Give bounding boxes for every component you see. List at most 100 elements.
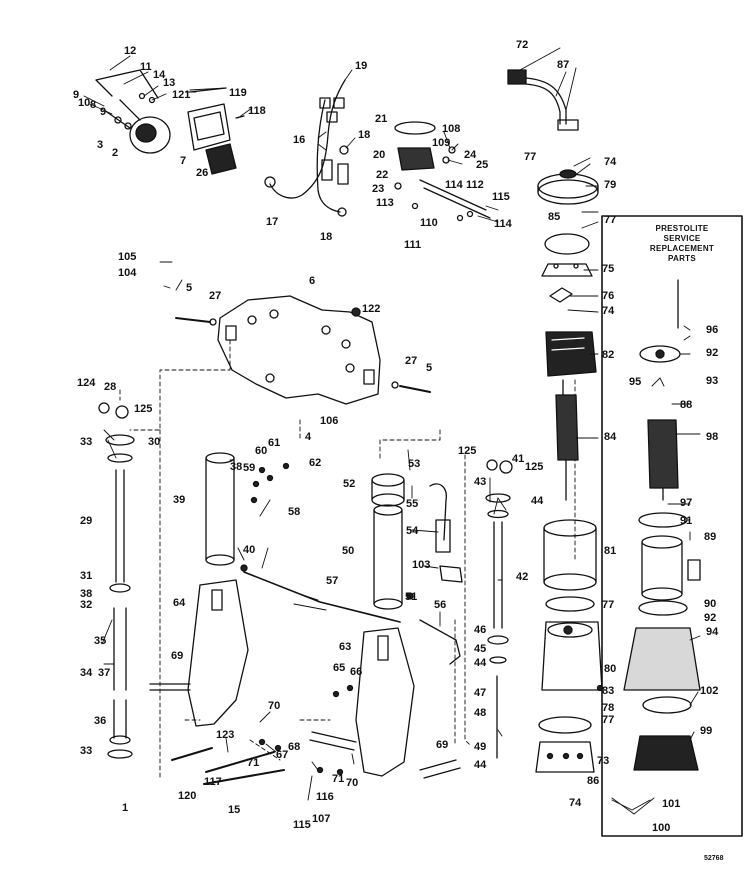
callout-label: 33 [80, 745, 93, 757]
callout-label: 53 [408, 458, 421, 470]
callout-label: 25 [476, 159, 489, 171]
callout-label: 115 [293, 819, 311, 831]
callout-label: 111 [404, 239, 422, 251]
callout-label: 37 [98, 667, 111, 679]
callout-label: 16 [293, 134, 306, 146]
callout-label: 9 [73, 89, 80, 101]
callout-label: 70 [268, 700, 281, 712]
callout-label: 4 [305, 431, 312, 443]
callout-label: 27 [405, 355, 418, 367]
callout-label: 26 [196, 167, 209, 179]
callout-label: 41 [512, 453, 525, 465]
callout-label: 39 [173, 494, 186, 506]
callout-label: 91 [680, 515, 693, 527]
callout-label: 93 [706, 375, 719, 387]
callout-label: 88 [680, 399, 693, 411]
callout-label: 63 [339, 641, 352, 653]
callout-label: 112 [466, 179, 484, 191]
callout-label: 79 [604, 179, 617, 191]
callout-label: 117 [204, 776, 222, 788]
callout-label: 11 [140, 61, 152, 73]
callout-label: 108 [442, 123, 461, 135]
callout-label: 38 [80, 588, 93, 600]
callout-label: 5 [186, 282, 193, 294]
callout-label: 125 [525, 461, 544, 473]
callout-label: 65 [333, 662, 346, 674]
callout-label: 85 [548, 211, 561, 223]
callout-label: 64 [173, 597, 186, 609]
inset-title-line: PRESTOLITE [655, 224, 709, 233]
callout-label: 116 [316, 791, 334, 803]
callout-label: 102 [700, 685, 719, 697]
callout-label: 81 [604, 545, 617, 557]
inset-title-line: REPLACEMENT [649, 244, 715, 253]
callout-label: 58 [288, 506, 301, 518]
callout-label: 49 [474, 741, 487, 753]
swivel-bracket-right [203, 627, 461, 785]
callout-label: 43 [474, 476, 487, 488]
callout-label: 99 [700, 725, 713, 737]
callout-label: 40 [243, 544, 256, 556]
transom-bracket [175, 295, 431, 405]
callout-label: 96 [706, 324, 719, 336]
callout-label: 70 [346, 777, 359, 789]
catalog-number: 52768 [704, 855, 724, 862]
callout-label: 54 [406, 525, 419, 537]
callout-label: 50 [342, 545, 355, 557]
leader-lines [83, 47, 701, 811]
callout-label: 52 [343, 478, 356, 490]
callout-label: 45 [474, 643, 487, 655]
callout-label: 124 [77, 377, 96, 389]
callout-label: 123 [216, 729, 235, 741]
callout-label: 66 [350, 666, 363, 678]
motor-top-parts [537, 169, 599, 303]
callout-label: 77 [524, 151, 537, 163]
callout-label: 107 [312, 813, 331, 825]
callout-label: 77 [602, 599, 615, 611]
callout-label: 55 [406, 498, 419, 510]
callout-label: 72 [516, 39, 529, 51]
callout-label: 76 [602, 290, 615, 302]
callout-label: 27 [209, 290, 222, 302]
trim-rod-left [98, 402, 135, 759]
callout-label: 31 [80, 570, 93, 582]
callout-label: 82 [602, 349, 615, 361]
callout-label: 44 [531, 495, 544, 507]
callout-label: 115 [492, 191, 510, 203]
prestolite-inset-frame [601, 215, 743, 837]
callout-label: 104 [118, 267, 137, 279]
callout-label: 80 [604, 663, 617, 675]
callout-label: 77 [604, 214, 617, 226]
callout-label: 125 [458, 445, 477, 457]
callout-label: 69 [436, 739, 449, 751]
callout-label: 1 [122, 802, 129, 814]
callout-label: 83 [602, 685, 615, 697]
callout-label: 121 [172, 89, 191, 101]
callout-label: 71 [247, 757, 260, 769]
dashed-guide-lines [119, 339, 576, 781]
callout-label: 33 [80, 436, 93, 448]
callout-label: 9 [100, 106, 107, 118]
callout-label: 2 [112, 147, 119, 159]
callout-label: 71 [332, 773, 345, 785]
callout-label: 110 [420, 217, 438, 229]
callout-label: 7 [180, 155, 187, 167]
callout-label: 21 [375, 113, 388, 125]
callout-label: 74 [602, 305, 615, 317]
callout-label: 74 [569, 797, 582, 809]
callout-label: 46 [474, 624, 487, 636]
callout-label: 12 [124, 45, 137, 57]
callout-label: 5 [426, 362, 433, 374]
callout-label: 92 [704, 612, 717, 624]
callout-label: 28 [104, 381, 117, 393]
callout-label: 30 [148, 436, 161, 448]
tilt-cylinder-left [149, 452, 249, 761]
callout-label: 106 [320, 415, 339, 427]
callout-label: 34 [80, 667, 93, 679]
callout-label: 23 [372, 183, 385, 195]
callout-label: 6 [309, 275, 316, 287]
callout-label: 87 [557, 59, 570, 71]
callout-label: 86 [587, 775, 600, 787]
starter-cable [507, 69, 579, 131]
